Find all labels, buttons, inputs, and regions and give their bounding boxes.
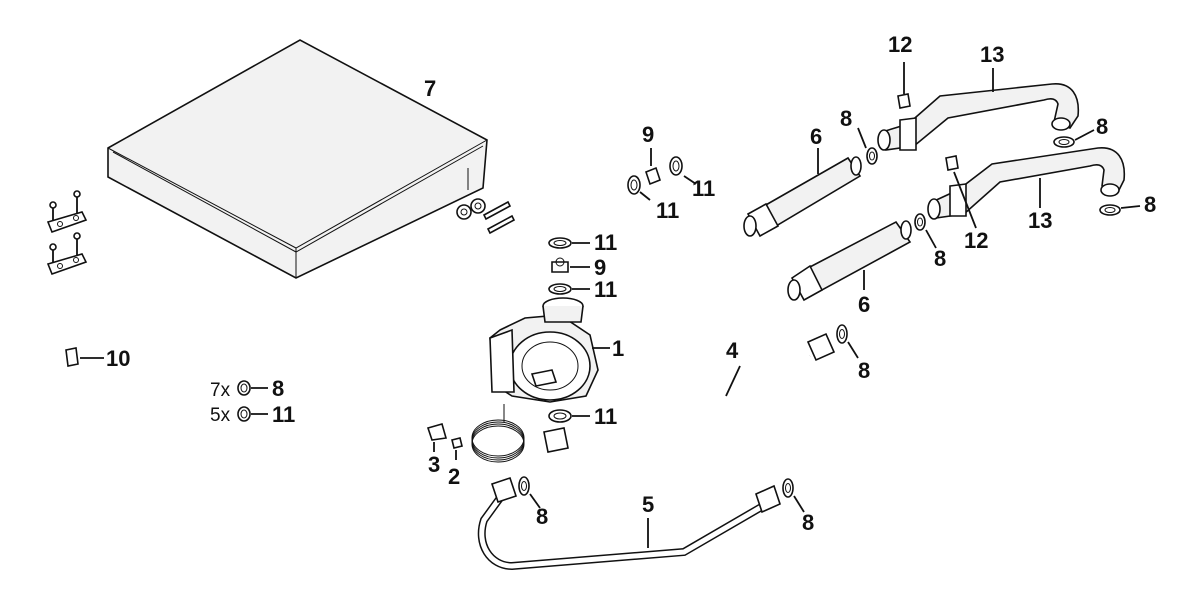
callout-1: 1 xyxy=(612,336,624,361)
cover-panel-part-7 xyxy=(107,39,488,279)
callout-13-upper: 13 xyxy=(980,42,1004,67)
callout-8-pipe-b: 8 xyxy=(536,504,548,529)
callout-10: 10 xyxy=(106,346,130,371)
callout-8-hose-d: 8 xyxy=(934,246,946,271)
callout-5: 5 xyxy=(642,492,654,517)
callout-11-kit: 11 xyxy=(272,402,295,427)
cable-coil xyxy=(471,404,525,463)
callout-4: 4 xyxy=(726,338,739,363)
bracket-screws-left xyxy=(46,190,88,276)
clip-part-10 xyxy=(65,347,104,367)
panel-screws-right xyxy=(456,198,516,235)
pipe-part-5 xyxy=(477,476,781,571)
callout-8-hose-a: 8 xyxy=(840,106,852,131)
pump-part-1 xyxy=(489,297,610,403)
callout-12-upper: 12 xyxy=(888,32,912,57)
callout-9-upper: 9 xyxy=(642,122,654,147)
hose-13-lower xyxy=(927,147,1126,229)
callout-9-pump: 9 xyxy=(594,255,606,280)
pipe-6-lower xyxy=(787,220,912,302)
callout-13-lower: 13 xyxy=(1028,208,1052,233)
quantity-7x: 7x xyxy=(210,380,231,401)
callout-11-pump-a: 11 xyxy=(594,230,617,255)
callout-8-pipe-c: 8 xyxy=(802,510,814,535)
callout-8-pipe-a: 8 xyxy=(858,358,870,383)
pump-washers xyxy=(548,237,590,423)
callout-11-pump-c: 11 xyxy=(594,404,617,429)
callout-7: 7 xyxy=(424,76,436,101)
callout-12-lower: 12 xyxy=(964,228,988,253)
callout-2: 2 xyxy=(448,464,460,489)
upper-washers xyxy=(627,148,697,201)
pipe-6-upper xyxy=(743,148,862,238)
callout-11-pump-b: 11 xyxy=(594,277,617,302)
pipe-rings-8 xyxy=(518,324,859,513)
callout-3: 3 xyxy=(428,452,440,477)
kit-rings xyxy=(237,380,268,422)
pipe-part-4 xyxy=(543,332,836,498)
small-parts-2-3 xyxy=(426,423,463,460)
callout-8-hose-b: 8 xyxy=(1096,114,1108,139)
callout-8-kit: 8 xyxy=(272,376,284,401)
callout-11-upper-a: 11 xyxy=(656,198,679,223)
callout-11-upper-b: 11 xyxy=(692,176,715,201)
callout-6-lower: 6 xyxy=(858,292,870,317)
callout-8-hose-c: 8 xyxy=(1144,192,1156,217)
quantity-5x: 5x xyxy=(210,405,231,426)
hose-rings-8 xyxy=(857,127,1141,249)
hose-13-upper xyxy=(877,62,1080,151)
callout-6-upper: 6 xyxy=(810,124,822,149)
callout-labels: 1 2 3 4 5 6 6 7 8 8 8 8 8 8 8 8 9 9 10 1… xyxy=(106,32,1156,535)
